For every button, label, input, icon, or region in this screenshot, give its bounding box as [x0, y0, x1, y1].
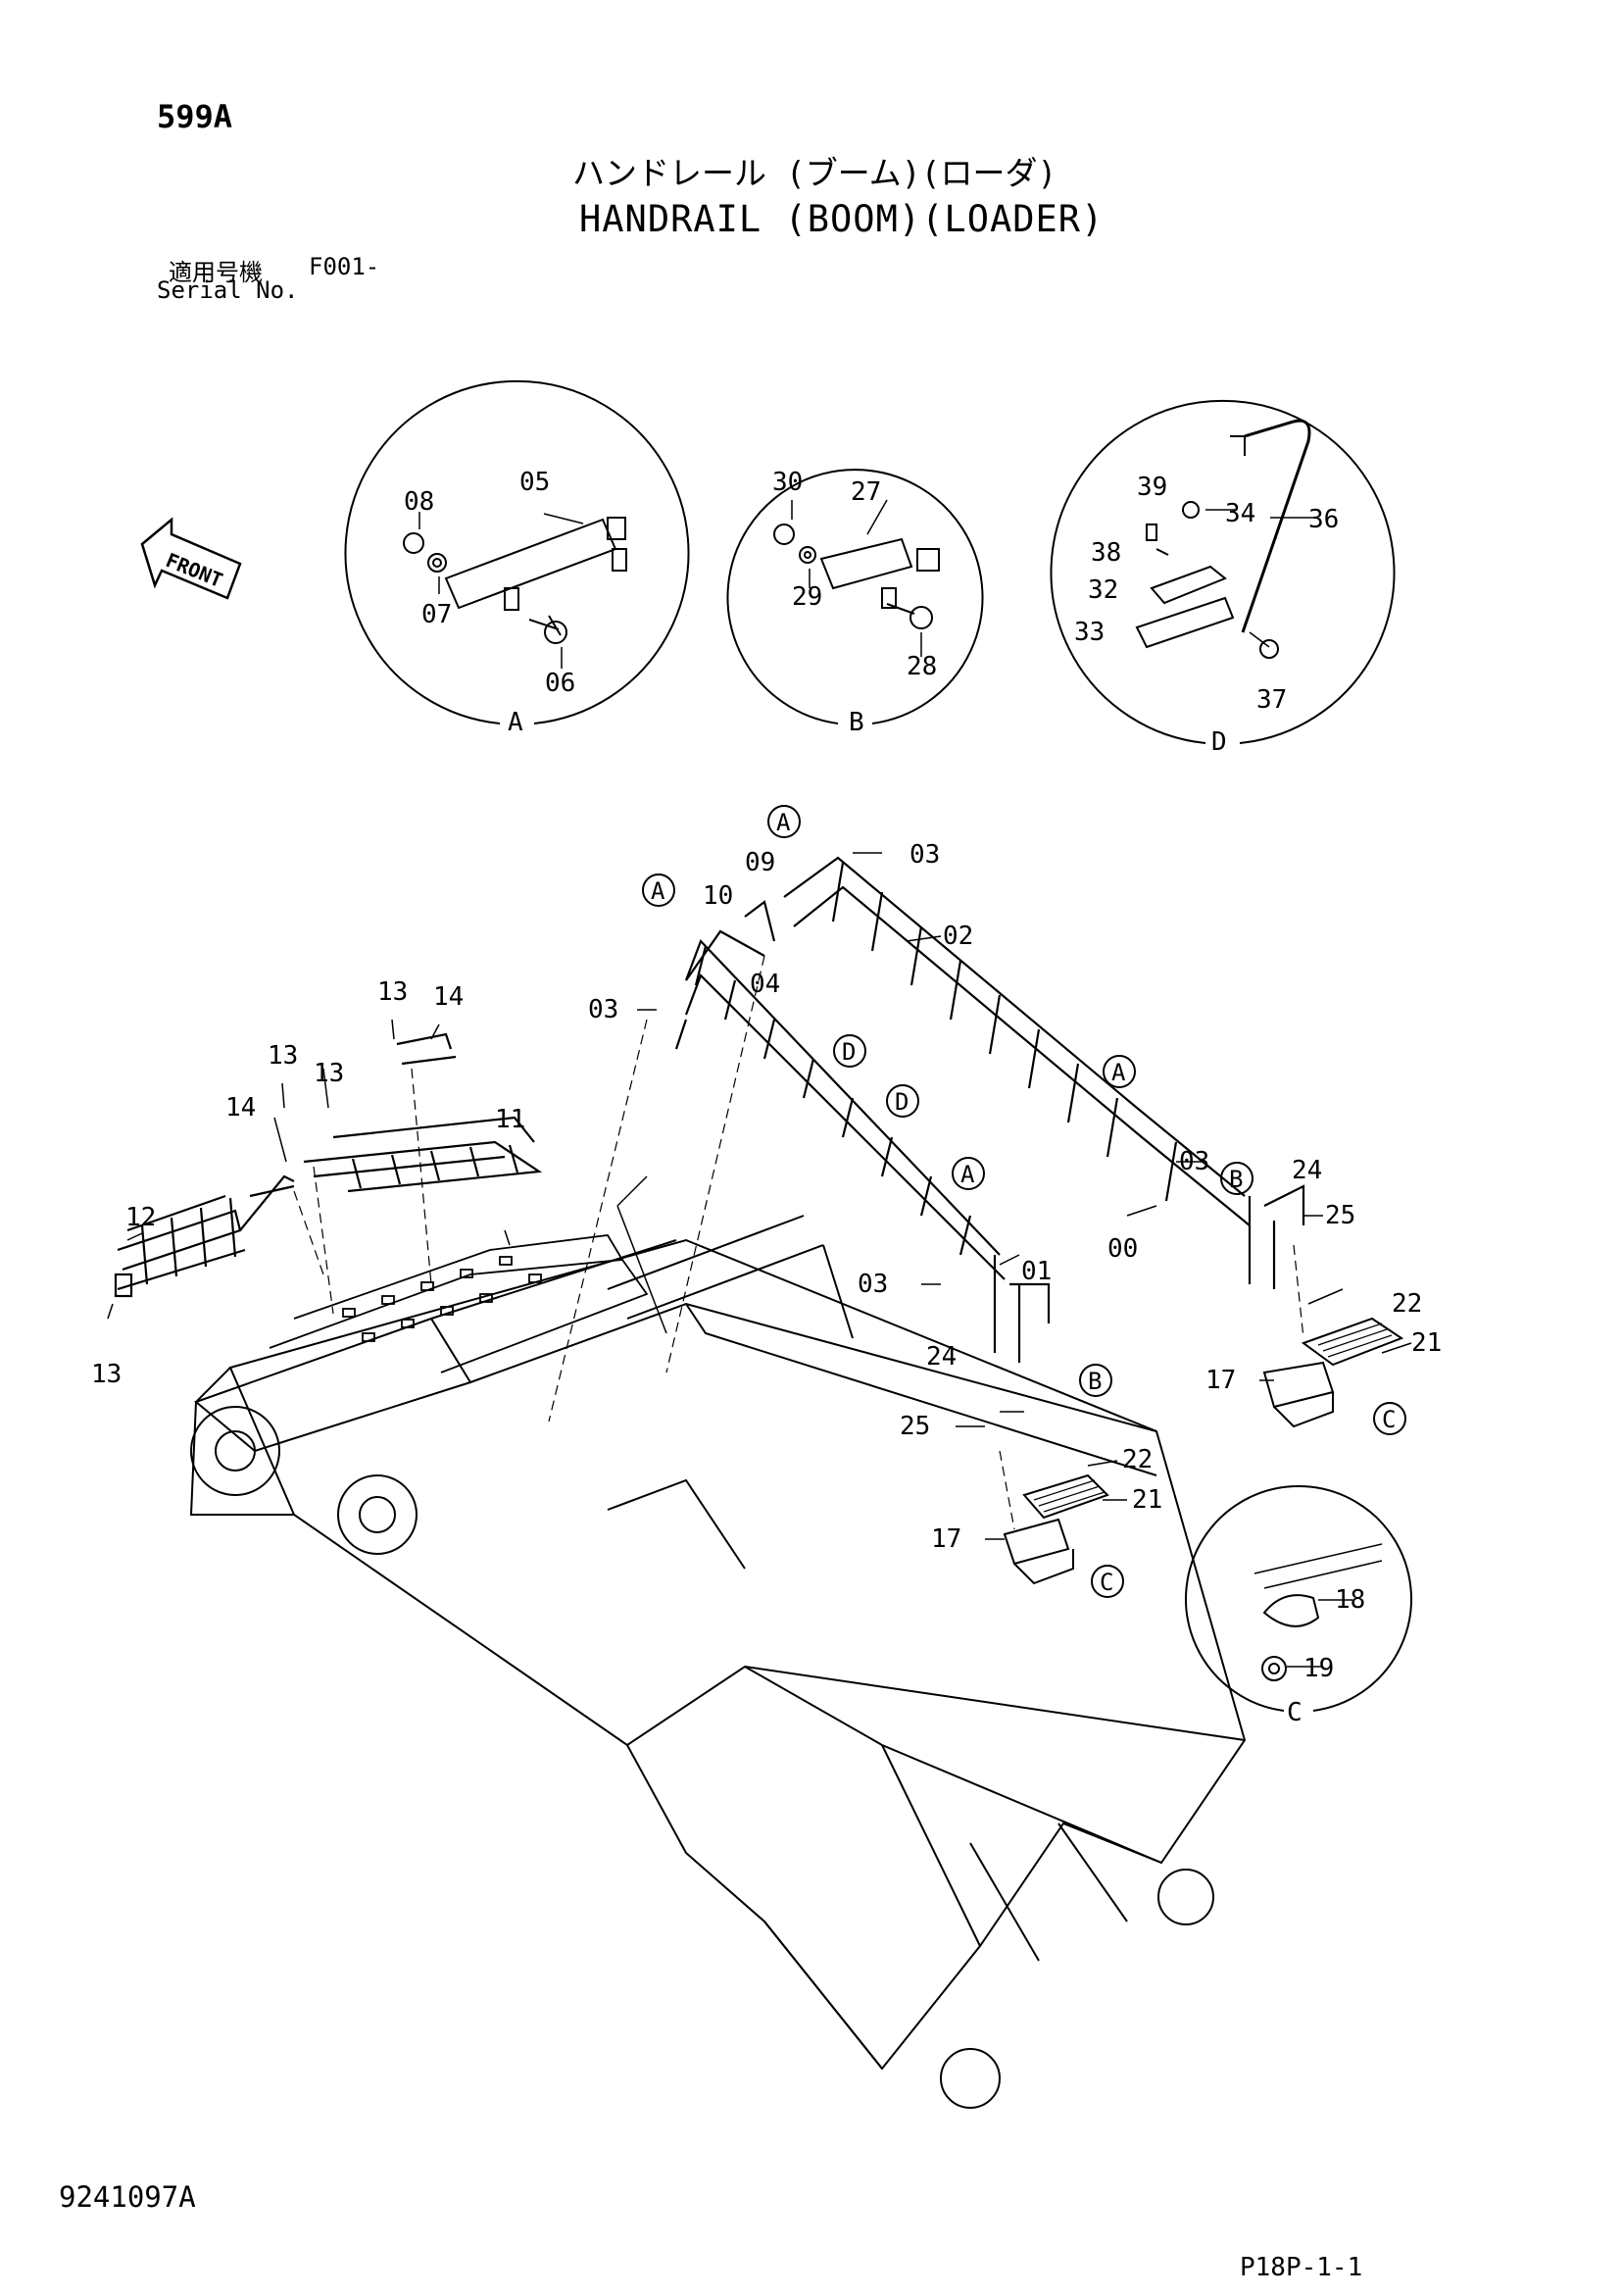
detail-circle-b — [726, 469, 984, 724]
step-17-right — [1262, 1361, 1335, 1428]
callout-b-2 — [1079, 1364, 1112, 1397]
detail-d-part-37: 37 — [1256, 685, 1287, 715]
side-rail-12 — [114, 1194, 246, 1298]
boom-top-plate — [269, 1234, 649, 1373]
callout-b-1-letter: B — [1229, 1166, 1243, 1193]
callout-a-4 — [952, 1157, 985, 1190]
part-label-12: 12 — [125, 1203, 156, 1232]
front-arrow-icon — [140, 517, 242, 600]
part-label-14-b: 14 — [225, 1093, 256, 1123]
part-label-03-d: 03 — [858, 1270, 888, 1299]
callout-b-1 — [1220, 1162, 1253, 1195]
part-label-00: 00 — [1107, 1234, 1138, 1264]
callout-c-1-letter: C — [1382, 1406, 1396, 1433]
detail-a-part-06: 06 — [545, 669, 575, 698]
part-label-24-b: 24 — [926, 1342, 957, 1372]
serial-value: F001- — [309, 253, 380, 280]
part-label-03-c: 03 — [1179, 1147, 1209, 1176]
part-label-10: 10 — [703, 881, 733, 911]
callout-c-2-letter: C — [1100, 1569, 1113, 1596]
detail-b-part-27: 27 — [851, 477, 881, 507]
part-label-22-b: 22 — [1122, 1445, 1153, 1474]
callout-a-2 — [767, 805, 801, 838]
detail-b-letter: B — [849, 708, 864, 737]
detail-d-part-36: 36 — [1308, 505, 1339, 534]
callout-a-4-letter: A — [960, 1161, 975, 1188]
part-label-21-b: 21 — [1132, 1485, 1162, 1515]
page-code: 599A — [157, 98, 233, 135]
title-english: HANDRAIL (BOOM)(LOADER) — [579, 198, 1105, 240]
part-label-03-a: 03 — [909, 840, 940, 870]
title-japanese: ハンドレール (ブーム)(ローダ) — [572, 154, 1057, 192]
part-label-01: 01 — [1021, 1257, 1052, 1286]
assembly-lines — [293, 955, 1304, 1530]
boom-body — [189, 1175, 1247, 2109]
detail-a-part-08: 08 — [404, 487, 434, 517]
detail-a-part-07: 07 — [421, 600, 452, 629]
part-label-02: 02 — [943, 922, 973, 951]
step-17-left — [1003, 1518, 1074, 1585]
handrail-01-04 — [674, 929, 1051, 1363]
detail-d-part-39: 39 — [1137, 473, 1167, 502]
detail-b-part-29: 29 — [792, 582, 822, 612]
callout-d-1-letter: D — [842, 1038, 856, 1066]
front-handrail-11 — [303, 1116, 543, 1193]
detail-d-letter: D — [1211, 727, 1227, 757]
part-label-24-a: 24 — [1292, 1156, 1322, 1185]
callout-a-3 — [1103, 1055, 1136, 1088]
part-label-21-a: 21 — [1411, 1328, 1442, 1358]
page-reference: P18P-1-1 — [1240, 2253, 1363, 2282]
detail-d-part-32: 32 — [1088, 575, 1118, 605]
callout-a-1-letter: A — [651, 877, 665, 905]
callout-a-2-letter: A — [776, 809, 791, 836]
detail-a-letter: A — [508, 708, 523, 737]
callout-a-1 — [642, 873, 675, 907]
callouts — [642, 805, 1406, 1598]
detail-circle-d — [1050, 399, 1396, 744]
detail-d-part-34: 34 — [1225, 499, 1255, 528]
part-label-03-b: 03 — [588, 995, 618, 1024]
part-label-17-a: 17 — [1205, 1366, 1236, 1395]
callout-a-3-letter: A — [1111, 1059, 1126, 1086]
document-number: 9241097A — [59, 2180, 196, 2214]
part-label-14-a: 14 — [433, 982, 464, 1012]
part-label-09: 09 — [745, 848, 775, 877]
part-label-11: 11 — [495, 1105, 525, 1134]
part-label-25-b: 25 — [900, 1412, 930, 1441]
callout-c-1 — [1373, 1402, 1406, 1435]
part-label-13-b: 13 — [268, 1041, 298, 1071]
callout-d-2-letter: D — [895, 1088, 909, 1116]
callout-b-2-letter: B — [1088, 1368, 1102, 1395]
part-label-13-c: 13 — [314, 1059, 344, 1088]
detail-d-part-33: 33 — [1074, 618, 1105, 647]
detail-d-part-38: 38 — [1091, 538, 1121, 568]
detail-c-part-19: 19 — [1303, 1654, 1334, 1683]
grab-bar-14-left — [239, 1174, 295, 1231]
step-21-right — [1301, 1317, 1404, 1367]
part-label-13-d: 13 — [91, 1360, 122, 1389]
part-label-25-a: 25 — [1325, 1201, 1355, 1230]
part-label-22-a: 22 — [1392, 1289, 1422, 1319]
step-21-left — [1022, 1473, 1109, 1520]
part-label-17-b: 17 — [931, 1524, 961, 1554]
detail-a-part-05: 05 — [519, 468, 550, 497]
grab-bar-14-right — [396, 1032, 457, 1066]
detail-circle-c — [1185, 1484, 1412, 1712]
detail-c-part-18: 18 — [1335, 1585, 1365, 1615]
detail-b-part-30: 30 — [772, 468, 803, 497]
serial-label-english: Serial No. — [157, 276, 299, 304]
detail-c-letter: C — [1287, 1698, 1303, 1727]
serial-label-japanese: 適用号機 — [169, 259, 263, 286]
detail-circle-a — [344, 379, 690, 724]
part-label-13-a: 13 — [377, 977, 408, 1007]
handrail-02-00 — [744, 856, 1305, 1289]
detail-b-part-28: 28 — [907, 652, 937, 681]
callout-d-1 — [833, 1034, 866, 1068]
callout-c-2 — [1091, 1565, 1124, 1598]
leader-lines — [107, 852, 1412, 1540]
part-label-04: 04 — [750, 970, 780, 999]
callout-d-2 — [886, 1084, 919, 1118]
